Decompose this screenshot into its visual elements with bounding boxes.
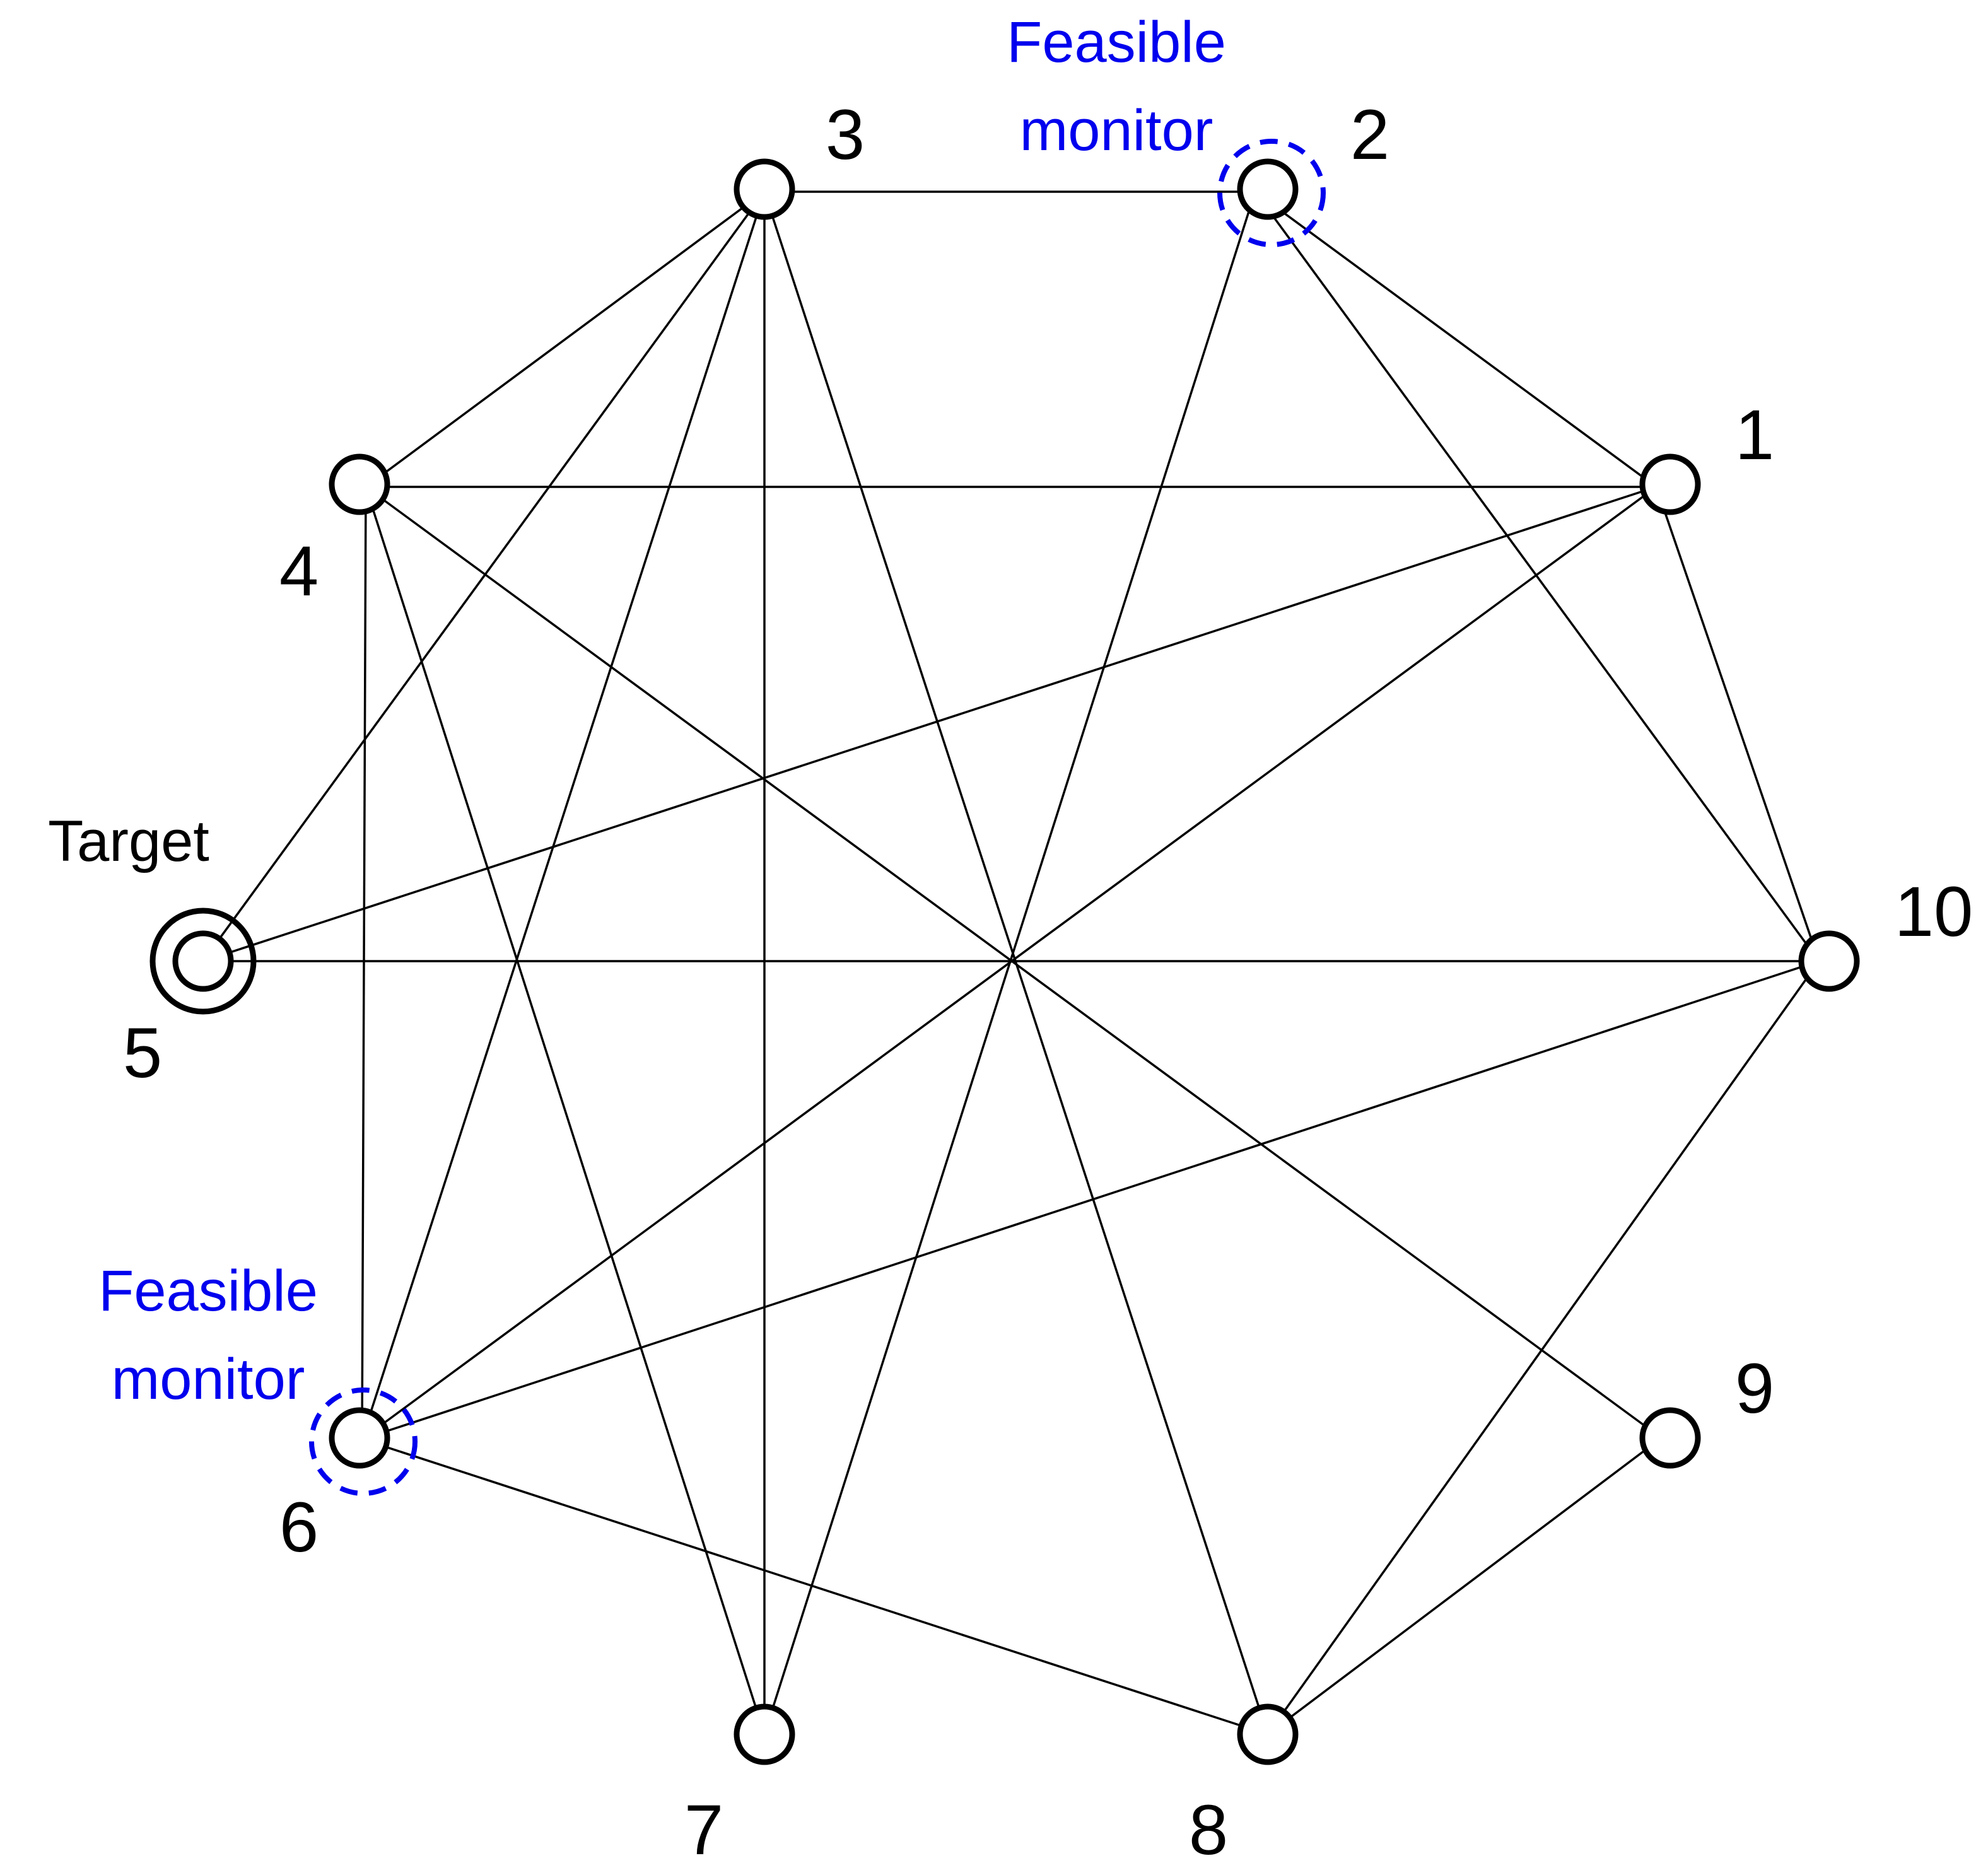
- edge-10-8: [1266, 960, 1820, 1736]
- monitor-ring-node-2: [1217, 139, 1326, 247]
- node-4: [329, 453, 390, 515]
- node-label-9: 9: [1735, 1349, 1774, 1428]
- node-5: [172, 930, 234, 992]
- node-label-2: 2: [1350, 95, 1389, 174]
- node-6: [329, 1407, 390, 1469]
- node-label-8: 8: [1189, 1790, 1228, 1863]
- edge-8-9: [1266, 1437, 1663, 1736]
- edge-3-4: [365, 190, 766, 488]
- node-label-3: 3: [826, 95, 865, 174]
- edge-6-10: [361, 960, 1820, 1440]
- node-label-4: 4: [279, 532, 319, 610]
- edge-2-10: [1254, 190, 1820, 962]
- monitor-6-annotation-line2: monitor: [112, 1347, 305, 1411]
- monitor-ring-node-6: [309, 1387, 418, 1496]
- edge-6-8: [361, 1438, 1268, 1736]
- annotations-layer: Target Feasible monitor Feasible monitor: [48, 10, 1226, 1411]
- node-label-1: 1: [1735, 395, 1774, 474]
- node-label-7: 7: [684, 1790, 723, 1863]
- edge-1-6: [361, 486, 1658, 1440]
- nodes-layer: [149, 139, 1860, 1765]
- node-1: [1639, 453, 1701, 515]
- node-label-6: 6: [279, 1488, 319, 1567]
- labels-layer: 1 2 3 4 5 6 7 8 9 10: [123, 95, 1973, 1863]
- node-label-5: 5: [123, 1013, 162, 1092]
- edge-3-6: [361, 191, 766, 1440]
- edge-1-5: [202, 486, 1657, 962]
- edge-3-5: [202, 190, 766, 962]
- monitor-2-annotation-line2: monitor: [1020, 98, 1213, 163]
- node-7: [734, 1703, 795, 1765]
- node-label-10: 10: [1895, 872, 1973, 951]
- edge-4-6: [361, 486, 367, 1440]
- edge-4-9: [365, 486, 1663, 1439]
- monitor-2-annotation-line1: Feasible: [1007, 10, 1226, 74]
- node-8: [1237, 1703, 1299, 1765]
- edge-1-10: [1655, 486, 1820, 962]
- target-outer-ring: [149, 908, 257, 1015]
- monitor-6-annotation-line1: Feasible: [98, 1259, 318, 1323]
- edges-layer: [202, 190, 1820, 1736]
- edge-2-1: [1254, 190, 1658, 488]
- node-9: [1639, 1407, 1701, 1469]
- edge-4-7: [365, 486, 766, 1735]
- target-annotation: Target: [48, 809, 209, 873]
- node-10: [1798, 930, 1860, 992]
- node-3: [734, 158, 795, 220]
- node-2: [1237, 158, 1299, 220]
